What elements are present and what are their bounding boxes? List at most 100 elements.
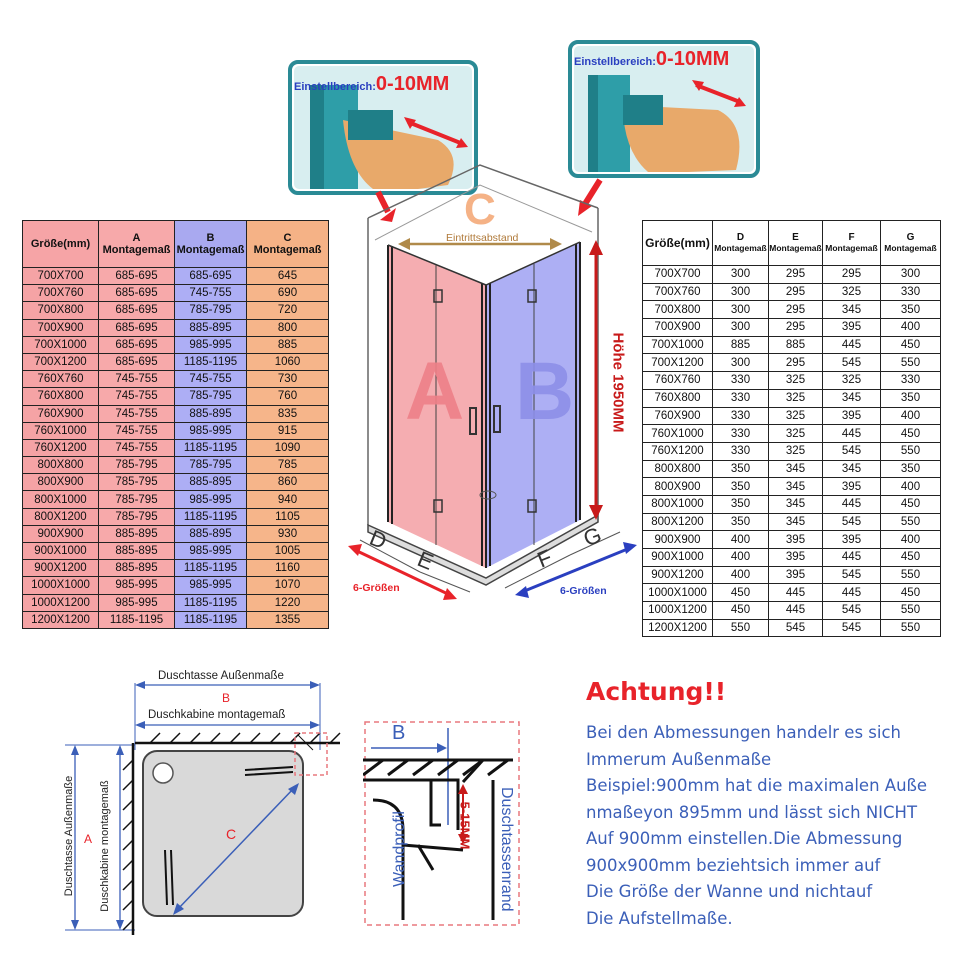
header-size-label: Größe(mm) [645, 235, 710, 250]
value-cell: 330 [712, 406, 769, 426]
value-cell: 445 [822, 548, 881, 567]
notice-line: Die Aufstellmaße. [586, 908, 733, 928]
header-e-label: E [792, 232, 799, 243]
value-cell: 350 [712, 477, 769, 496]
size-cell: 800X1000 [22, 490, 99, 509]
size-cell: 760X1000 [22, 421, 99, 440]
value-cell: 300 [712, 300, 769, 320]
panel-a [388, 245, 486, 568]
value-cell: 345 [768, 494, 823, 514]
value-cell: 685-695 [98, 301, 175, 320]
value-cell: 730 [246, 370, 329, 389]
callout-text-right: Einstellbereich:0-10MM [574, 48, 729, 71]
value-cell: 445 [768, 601, 823, 620]
size-cell: 1000X1000 [22, 576, 99, 595]
size-cell: 800X1200 [22, 507, 99, 526]
size-cell: 700X800 [642, 300, 713, 320]
size-cell: 700X1200 [22, 352, 99, 372]
size-cell: 760X760 [22, 370, 99, 389]
value-cell: 760 [246, 387, 329, 406]
size-cell: 1200X1200 [22, 610, 99, 629]
value-cell: 345 [822, 459, 881, 479]
value-cell: 300 [712, 265, 769, 284]
value-cell: 1185-1195 [174, 593, 247, 612]
plan-view-drawing [65, 681, 341, 935]
value-cell: 940 [246, 490, 329, 509]
sizes-arrow-left [354, 548, 451, 597]
shower-tray [367, 513, 599, 586]
value-cell: 325 [768, 388, 823, 408]
size-cell: 700X800 [22, 301, 99, 320]
value-cell: 1185-1195 [174, 610, 247, 629]
size-cell: 800X800 [22, 456, 99, 475]
size-cell: 800X800 [642, 459, 713, 479]
adjustment-callout-left: Einstellbereich:0-10MM [288, 60, 478, 195]
size-cell: 700X1200 [642, 353, 713, 373]
wall-profile-label: Wandprofil [391, 811, 408, 887]
value-cell: 885-895 [98, 524, 175, 544]
value-cell: 325 [768, 424, 823, 443]
value-cell: 295 [822, 265, 881, 284]
value-cell: 545 [822, 565, 881, 585]
value-cell: 550 [712, 618, 769, 638]
value-cell: 445 [822, 424, 881, 443]
sizes-arrow-right [521, 546, 631, 594]
value-cell: 545 [822, 512, 881, 532]
value-cell: 1185-1195 [174, 507, 247, 526]
callout-pointer-right [582, 178, 603, 206]
value-cell: 330 [712, 388, 769, 408]
value-cell: 330 [880, 282, 941, 302]
value-cell: 745-755 [98, 387, 175, 406]
value-cell: 330 [712, 371, 769, 390]
size-cell: 900X1000 [642, 548, 713, 567]
value-cell: 330 [712, 424, 769, 443]
value-cell: 400 [712, 565, 769, 585]
value-cell: 400 [880, 406, 941, 426]
notice-line: Auf 900mm einstellen.Die Abmessung [586, 829, 903, 848]
value-cell: 785 [246, 456, 329, 475]
header-d-label: D [736, 232, 745, 243]
value-cell: 325 [822, 371, 881, 390]
value-cell: 1070 [246, 576, 329, 595]
value-cell: 445 [822, 583, 881, 603]
value-cell: 350 [712, 512, 769, 532]
value-cell: 835 [246, 404, 329, 423]
size-cell: 760X900 [22, 404, 99, 423]
value-cell: 685-695 [98, 335, 175, 354]
value-cell: 1355 [246, 610, 329, 629]
value-cell: 295 [768, 265, 823, 284]
value-cell: 550 [880, 601, 941, 620]
size-cell: 900X1200 [22, 559, 99, 578]
value-cell: 545 [822, 601, 881, 620]
value-cell: 785-795 [174, 456, 247, 475]
value-cell: 785-795 [98, 490, 175, 509]
size-cell: 760X800 [642, 388, 713, 408]
value-cell: 885-895 [174, 404, 247, 423]
value-cell: 1105 [246, 507, 329, 526]
gap-label: 5-15MM [457, 801, 473, 850]
value-cell: 645 [246, 266, 329, 286]
value-cell: 985-995 [174, 421, 247, 440]
value-cell: 395 [768, 548, 823, 567]
value-cell: 985-995 [174, 335, 247, 354]
value-cell: 785-795 [98, 473, 175, 492]
callout-text-left: Einstellbereich:0-10MM [294, 73, 449, 96]
plan-label-c: C [226, 826, 237, 842]
value-cell: 860 [246, 473, 329, 492]
